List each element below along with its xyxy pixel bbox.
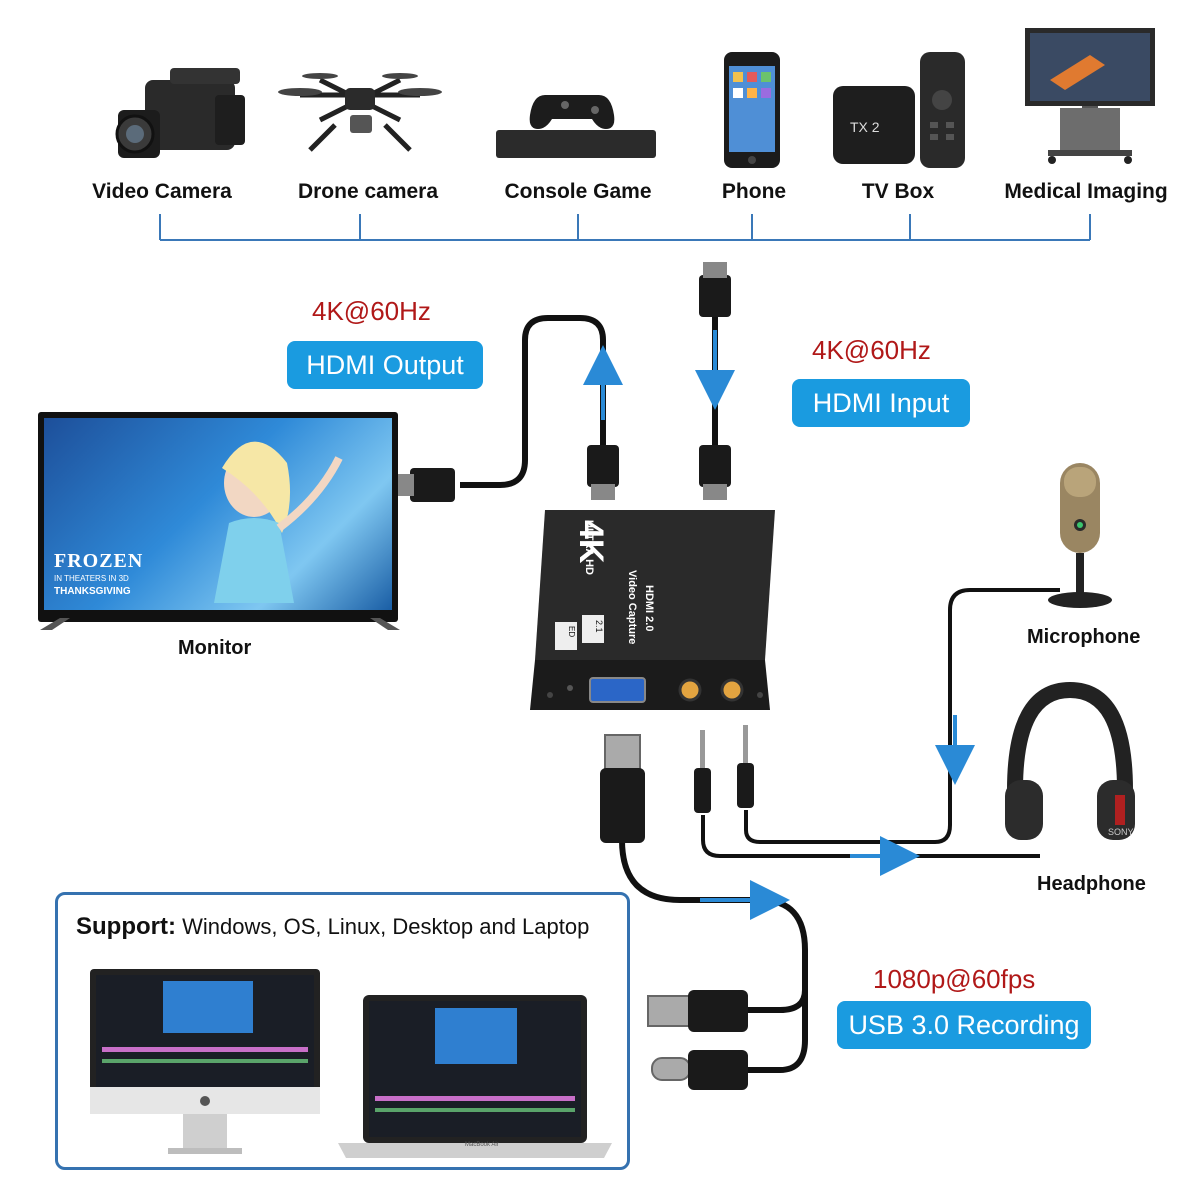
source-label-drone: Drone camera — [297, 180, 439, 203]
tv-box-brand: TX 2 — [850, 119, 880, 135]
card-port-badge: 2.1 — [594, 620, 604, 633]
card-hdmi-text: HDMI 2.0 — [643, 585, 655, 632]
monitor-stand — [40, 618, 400, 630]
game-console-icon — [496, 95, 656, 158]
hdmi-plug-monitor — [396, 468, 455, 502]
hdmi-output-spec: 4K@60Hz — [312, 296, 431, 326]
card-ultra-text: ULTRA HD — [583, 520, 595, 575]
laptop-brand: MacBook Air — [465, 1142, 499, 1148]
usb-recording-spec: 1080p@60fps — [873, 964, 1036, 994]
source-label-video-camera: Video Camera — [92, 180, 232, 203]
imac-illustration — [90, 969, 320, 1154]
movie-subtitle-1: IN THEATERS IN 3D — [54, 574, 129, 583]
support-box: Support: Windows, OS, Linux, Desktop and… — [55, 892, 630, 1170]
flow-arrows — [583, 330, 975, 920]
source-label-phone: Phone — [721, 180, 787, 203]
hdmi-output-pill: HDMI Output — [287, 341, 483, 389]
capture-card — [530, 510, 775, 710]
drone-icon — [278, 73, 442, 152]
source-devices-illustration: TX 2 — [115, 28, 1155, 241]
microphone-illustration — [1048, 463, 1112, 608]
card-port-badge-2: ED — [567, 626, 576, 638]
hdmi-input-pill: HDMI Input — [792, 379, 970, 427]
audio-plugs — [694, 725, 754, 813]
usb-recording-pill: USB 3.0 Recording — [837, 1001, 1091, 1049]
phone-icon — [724, 52, 780, 168]
monitor: FROZEN IN THEATERS IN 3D THANKSGIVING — [38, 412, 398, 622]
hdmi-input-spec: 4K@60Hz — [812, 335, 931, 365]
support-title: Support: — [76, 913, 176, 940]
usb-split-plugs — [647, 990, 748, 1090]
card-capture-text: Video Capture — [626, 570, 638, 645]
monitor-screen: FROZEN IN THEATERS IN 3D THANKSGIVING — [44, 418, 392, 610]
monitor-label: Monitor — [178, 637, 252, 659]
character-illustration — [214, 441, 343, 603]
sources-bracket — [159, 214, 1091, 241]
tv-box-icon: TX 2 — [833, 52, 965, 168]
source-label-tv-box: TV Box — [861, 180, 935, 203]
movie-subtitle-2: THANKSGIVING — [54, 586, 131, 597]
support-platforms: Windows, OS, Linux, Desktop and Laptop — [182, 914, 590, 939]
headphone-label: Headphone — [1037, 873, 1146, 895]
headphone-illustration: SONY — [1005, 681, 1135, 840]
video-camera-icon — [115, 68, 245, 158]
usb-plug-card — [600, 734, 645, 843]
laptop-illustration — [338, 995, 612, 1158]
source-label-medical: Medical Imaging — [1004, 180, 1168, 203]
source-label-console: Console Game — [504, 180, 652, 203]
movie-title: FROZEN — [54, 550, 144, 572]
hdmi-plug-output — [587, 445, 619, 500]
support-line: Support: Windows, OS, Linux, Desktop and… — [76, 913, 589, 941]
headphone-brand: SONY — [1108, 827, 1134, 837]
hdmi-plug-input — [699, 262, 731, 500]
microphone-label: Microphone — [1027, 626, 1141, 648]
medical-monitor-icon — [1025, 28, 1155, 164]
